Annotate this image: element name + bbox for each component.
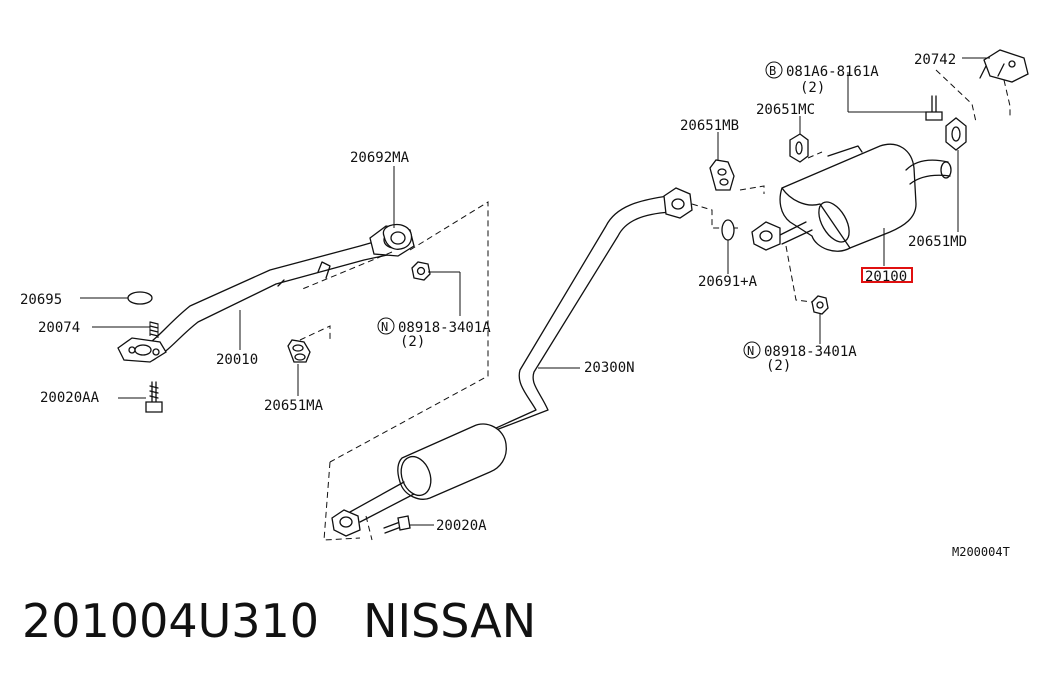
- label-08918-left-group: N 08918-3401A (2): [377, 317, 491, 350]
- part-number: 201004U310: [22, 594, 320, 648]
- label-20010: 20010: [216, 352, 258, 368]
- label-081A6-mark: B: [769, 64, 776, 78]
- gasket-20692MA-drawing: [382, 223, 413, 250]
- rear-dashed-lines: [739, 69, 1011, 303]
- label-20074: 20074: [38, 320, 80, 336]
- nut-left-drawing: [411, 261, 431, 281]
- label-08918-left: 08918-3401A: [398, 320, 491, 336]
- front-pipe-drawing: [117, 225, 415, 363]
- label-081A6-group: B 081A6-8161A (2): [765, 61, 879, 96]
- label-08918-left-qty: (2): [400, 334, 425, 350]
- brand-name: NISSAN: [363, 594, 537, 648]
- label-20651MB: 20651MB: [680, 118, 739, 134]
- highlight-box-20100: [861, 267, 913, 283]
- mount-20651MD-drawing: [945, 117, 967, 151]
- mount-20651MB-drawing: [709, 159, 735, 191]
- label-20695: 20695: [20, 292, 62, 308]
- bolt-20020A-drawing: [383, 515, 411, 534]
- gasket-20691A-drawing: [721, 219, 735, 241]
- label-08918-right: 08918-3401A: [764, 344, 857, 360]
- label-08918-right-qty: (2): [766, 358, 791, 374]
- label-20100: 20100: [865, 269, 907, 285]
- bracket-20742-drawing: [979, 49, 1029, 83]
- nut-right-drawing: [811, 295, 829, 315]
- label-20100-group: 20100: [861, 267, 913, 285]
- label-20692MA: 20692MA: [350, 150, 410, 166]
- label-20691A: 20691+A: [698, 274, 758, 290]
- label-20020AA: 20020AA: [40, 390, 100, 406]
- mount-20651MA-drawing: [287, 339, 311, 363]
- front-dashed-box: [299, 201, 489, 463]
- leader-lines: [80, 57, 990, 526]
- label-08918-right-mark: N: [747, 344, 754, 358]
- figure-code: M200004T: [952, 545, 1010, 559]
- label-20651MA: 20651MA: [264, 398, 324, 414]
- label-08918-left-mark: N: [381, 320, 388, 334]
- rear-muffler-drawing: [751, 143, 952, 252]
- center-pipe-drawing: [331, 187, 693, 537]
- label-08918-right-group: N 08918-3401A (2): [743, 341, 857, 374]
- spring-20074-drawing: [149, 321, 159, 338]
- mount-20651MC-drawing: [789, 133, 809, 163]
- label-081A6-qty: (2): [800, 80, 825, 96]
- label-081A6: 081A6-8161A: [786, 64, 879, 80]
- gasket-20695-drawing: [127, 291, 153, 305]
- label-20742: 20742: [914, 52, 956, 68]
- bolt-081A6-drawing: [925, 95, 943, 121]
- label-20651MD: 20651MD: [908, 234, 967, 250]
- label-20651MC: 20651MC: [756, 102, 815, 118]
- label-20300N: 20300N: [584, 360, 635, 376]
- label-20020A: 20020A: [436, 518, 487, 534]
- bolt-20020AA-drawing: [145, 381, 163, 413]
